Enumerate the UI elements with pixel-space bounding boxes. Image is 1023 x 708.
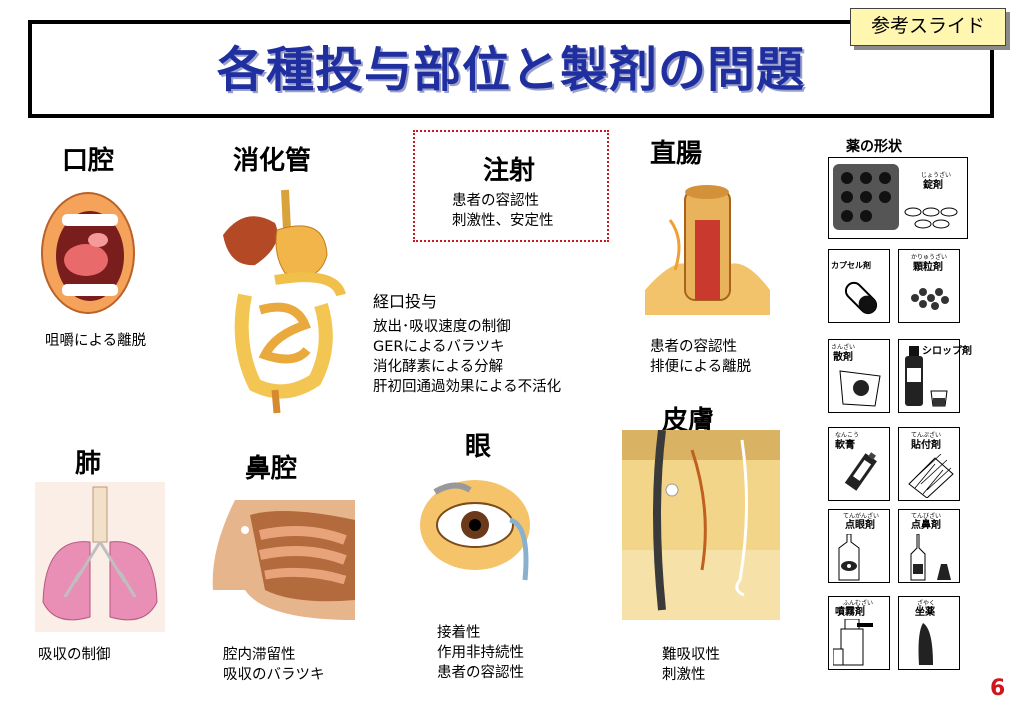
heading-lung: 肺 [75, 449, 102, 479]
skin-note-1: 難吸収性 [662, 647, 720, 663]
digestive-tract-illustration [215, 185, 355, 415]
tablet-sheet-icon [833, 164, 899, 230]
patch-grid-icon [908, 454, 954, 498]
nasal-note-1: 腔内滞留性 [223, 647, 296, 663]
patch-label: 貼付剤 [911, 440, 941, 451]
capsule-icon [844, 281, 878, 315]
ointment-tube-icon [844, 452, 877, 491]
eye-note-3: 患者の容認性 [437, 665, 524, 681]
form-card-patch: てんぷざい 貼付剤 [898, 427, 960, 501]
slide-title: 各種投与部位と製剤の問題 [216, 42, 805, 98]
rectum-illustration [640, 180, 775, 315]
heading-eye: 眼 [465, 432, 492, 462]
patch-ruby: てんぷざい [911, 432, 942, 439]
mouth-illustration [38, 188, 138, 318]
title-frame [28, 20, 994, 118]
syrup-bottle-icon [905, 346, 948, 407]
granules-ruby: かりゅうざい [911, 254, 948, 261]
heading-nasal-cavity: 鼻腔 [245, 454, 298, 484]
tablet-label: 錠剤 [923, 180, 943, 191]
capsule-label: カプセル剤 [831, 261, 871, 270]
eye-illustration [415, 470, 550, 590]
form-card-tablet: じょうざい 錠剤 [828, 157, 968, 239]
form-card-granules: かりゅうざい 顆粒剤 [898, 249, 960, 323]
eye-note-2: 作用非持続性 [437, 645, 524, 661]
spray-ruby: ふんむざい [843, 600, 874, 607]
powder-packet-icon [839, 370, 881, 407]
oral-admin-note-3: 消化酵素による分解 [373, 359, 504, 375]
form-card-spray: ふんむざい 噴霧剤 [828, 596, 890, 670]
nasal-drops-bottle-icon [910, 534, 951, 581]
tablet-pills-icon [904, 207, 958, 229]
syrup-label: シロップ剤 [922, 346, 972, 357]
lung-note: 吸収の制御 [38, 647, 111, 663]
nasal-drops-ruby: てんびざい [911, 513, 942, 520]
heading-oral-administration: 経口投与 [373, 292, 438, 311]
nasal-note-2: 吸収のバラツキ [223, 667, 325, 683]
eyedrops-ruby: てんがんざい [843, 513, 880, 520]
form-card-nasal-drops: てんびざい 点鼻剤 [898, 509, 960, 583]
heading-oral-cavity: 口腔 [62, 146, 115, 176]
granules-icon [911, 288, 949, 310]
oral-admin-note-1: 放出･吸収速度の制御 [373, 319, 511, 335]
eyedrops-bottle-icon [838, 534, 860, 581]
oral-cavity-note: 咀嚼による離脱 [45, 333, 147, 349]
ointment-label: 軟膏 [835, 440, 855, 451]
lung-illustration [35, 482, 165, 632]
oral-admin-note-2: GERによるバラツキ [373, 339, 505, 355]
nasal-cavity-illustration [205, 490, 360, 630]
spray-inhaler-icon [833, 619, 873, 666]
form-card-powder: さんざい 散剤 [828, 339, 890, 413]
powder-label: 散剤 [833, 352, 853, 363]
rectum-note-1: 患者の容認性 [650, 339, 737, 355]
suppository-ruby: ざやく [917, 600, 936, 607]
ointment-ruby: なんこう [835, 432, 860, 439]
page-number: 6 [990, 676, 1006, 701]
form-card-ointment: なんこう 軟膏 [828, 427, 890, 501]
spray-label: 噴霧剤 [835, 607, 865, 618]
nasal-drops-label: 点鼻剤 [911, 520, 941, 531]
oral-admin-note-4: 肝初回通過効果による不活化 [373, 379, 562, 395]
tablet-ruby: じょうざい [921, 172, 952, 179]
heading-rectum: 直腸 [650, 139, 703, 169]
rectum-note-2: 排便による離脱 [650, 359, 752, 375]
reference-slide-badge: 参考スライド [850, 8, 1006, 46]
injection-panel [413, 130, 609, 242]
form-card-syrup [898, 339, 960, 413]
suppository-icon [918, 623, 933, 665]
heading-digestive-tract: 消化管 [233, 146, 312, 176]
granules-label: 顆粒剤 [913, 262, 943, 273]
suppository-label: 坐薬 [915, 607, 935, 618]
eye-note-1: 接着性 [437, 625, 481, 641]
form-card-suppository: ざやく 坐薬 [898, 596, 960, 670]
skin-illustration [622, 429, 780, 620]
injection-note-2: 刺激性、安定性 [452, 213, 554, 229]
injection-note-1: 患者の容認性 [452, 193, 539, 209]
powder-ruby: さんざい [831, 344, 856, 351]
eyedrops-label: 点眼剤 [845, 520, 875, 531]
skin-note-2: 刺激性 [662, 667, 706, 683]
form-card-eyedrops: てんがんざい 点眼剤 [828, 509, 890, 583]
heading-injection: 注射 [483, 156, 536, 186]
form-card-capsule: カプセル剤 [828, 249, 890, 323]
forms-title: 薬の形状 [846, 139, 902, 155]
